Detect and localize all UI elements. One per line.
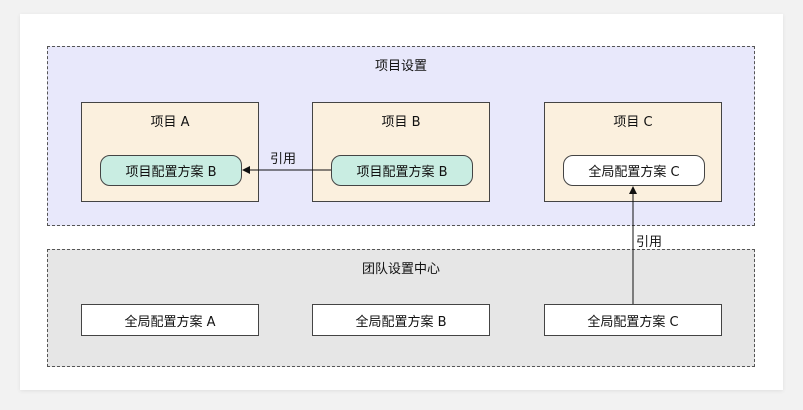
global-scheme-a: 全局配置方案 A xyxy=(81,304,259,336)
project-c-title: 项目 C xyxy=(613,115,653,130)
project-b-scheme: 项目配置方案 B xyxy=(331,155,473,186)
project-a-title: 项目 A xyxy=(150,115,190,130)
project-a-box: 项目 A 项目配置方案 B xyxy=(81,102,259,202)
project-c-box: 项目 C 全局配置方案 C xyxy=(544,102,722,202)
team-settings-title: 团队设置中心 xyxy=(361,262,440,277)
global-scheme-c: 全局配置方案 C xyxy=(544,304,722,336)
project-settings-title: 项目设置 xyxy=(374,59,427,74)
project-a-scheme: 项目配置方案 B xyxy=(100,155,242,186)
global-scheme-b: 全局配置方案 B xyxy=(312,304,490,336)
reference-label-b-to-a: 引用 xyxy=(270,152,297,167)
project-b-title: 项目 B xyxy=(381,115,421,130)
reference-label-c: 引用 xyxy=(636,235,663,250)
project-c-scheme: 全局配置方案 C xyxy=(563,155,705,186)
project-b-box: 项目 B 项目配置方案 B xyxy=(312,102,490,202)
